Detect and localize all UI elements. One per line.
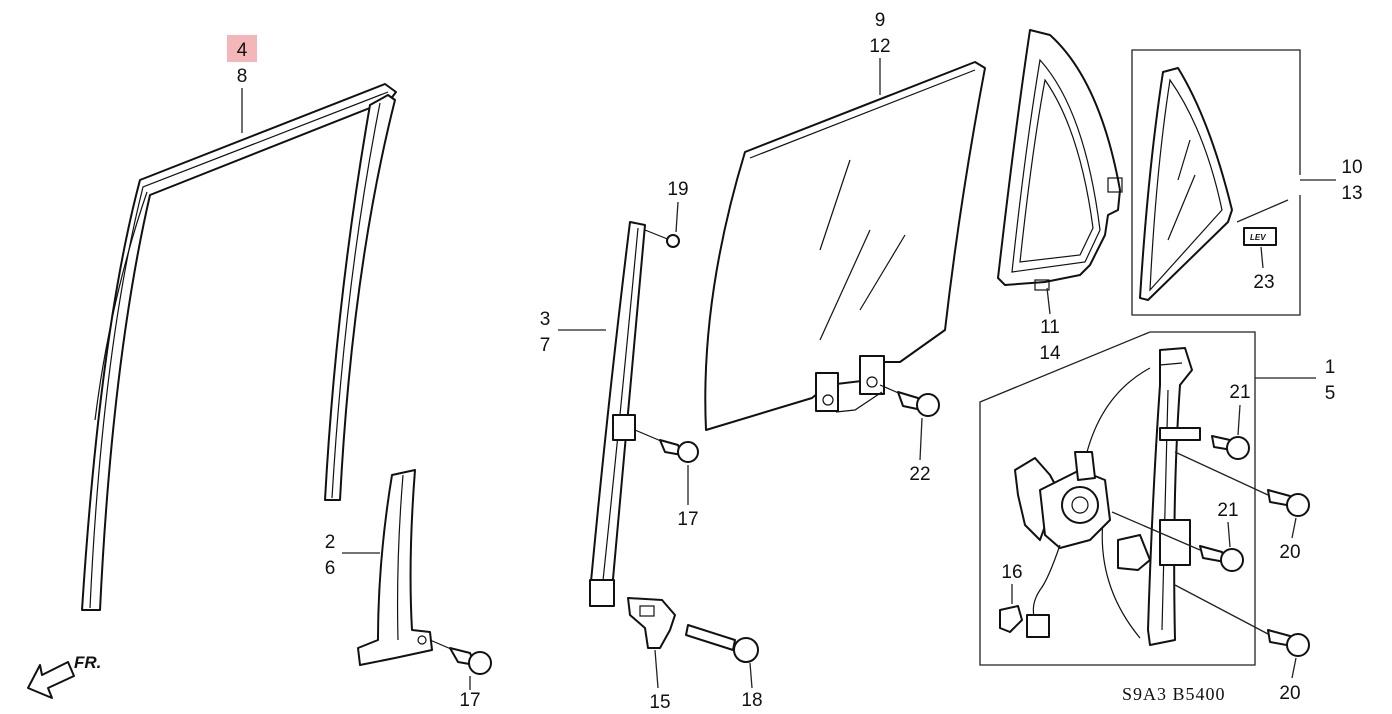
callout-4-highlight <box>227 35 257 62</box>
callout-20-lower[interactable]: 20 <box>1279 683 1300 704</box>
callout-1[interactable]: 1 <box>1325 357 1336 378</box>
callout-8[interactable]: 8 <box>237 66 248 87</box>
callout-9[interactable]: 9 <box>875 10 886 31</box>
callout-19[interactable]: 19 <box>667 179 688 200</box>
callout-5[interactable]: 5 <box>1325 383 1336 404</box>
screw-19 <box>644 229 680 248</box>
rear-channel <box>589 221 646 607</box>
callout-20-upper[interactable]: 20 <box>1279 542 1300 563</box>
run-channel <box>81 83 397 611</box>
bolt-20-upper <box>1267 489 1310 517</box>
callout-17-left[interactable]: 17 <box>459 690 480 711</box>
callout-18[interactable]: 18 <box>741 690 762 711</box>
bolt-21-lower <box>1199 545 1244 572</box>
front-label: FR. <box>74 653 101 672</box>
callout-2[interactable]: 2 <box>325 532 336 553</box>
window-regulator <box>1014 347 1201 646</box>
callout-6[interactable]: 6 <box>325 558 336 579</box>
callout-21-lower[interactable]: 21 <box>1217 500 1238 521</box>
bolt-20-lower <box>1267 629 1310 657</box>
callout-22[interactable]: 22 <box>909 464 930 485</box>
quarter-frame <box>997 29 1123 291</box>
bracket-15 <box>627 597 676 649</box>
bolt-17-middle <box>634 429 699 463</box>
callout-16[interactable]: 16 <box>1001 562 1022 583</box>
callout-4[interactable]: 4 <box>237 40 248 61</box>
callout-15[interactable]: 15 <box>649 692 670 713</box>
callout-17-middle[interactable]: 17 <box>677 509 698 530</box>
callout-21-upper[interactable]: 21 <box>1229 382 1250 403</box>
clip-16 <box>999 605 1023 633</box>
bolt-17-left <box>429 639 492 675</box>
callout-23[interactable]: 23 <box>1253 272 1274 293</box>
callout-14[interactable]: 14 <box>1039 343 1061 364</box>
door-glass <box>704 61 986 431</box>
quarter-glass-box <box>1131 49 1301 316</box>
lower-sash-channel <box>357 469 433 666</box>
lev-sticker-label: LEV <box>1250 233 1266 242</box>
bolt-21-upper <box>1211 435 1250 460</box>
callout-12[interactable]: 12 <box>869 36 890 57</box>
bolt-22 <box>879 384 940 417</box>
callout-10[interactable]: 10 <box>1341 157 1362 178</box>
callout-11[interactable]: 11 <box>1040 317 1060 338</box>
callout-13[interactable]: 13 <box>1341 183 1362 204</box>
callout-3[interactable]: 3 <box>540 309 551 330</box>
front-arrow-icon <box>27 661 75 699</box>
regulator-box <box>979 331 1256 666</box>
diagram-code: S9A3 B5400 <box>1122 684 1226 704</box>
bolt-18 <box>685 624 759 663</box>
callout-7[interactable]: 7 <box>540 335 551 356</box>
